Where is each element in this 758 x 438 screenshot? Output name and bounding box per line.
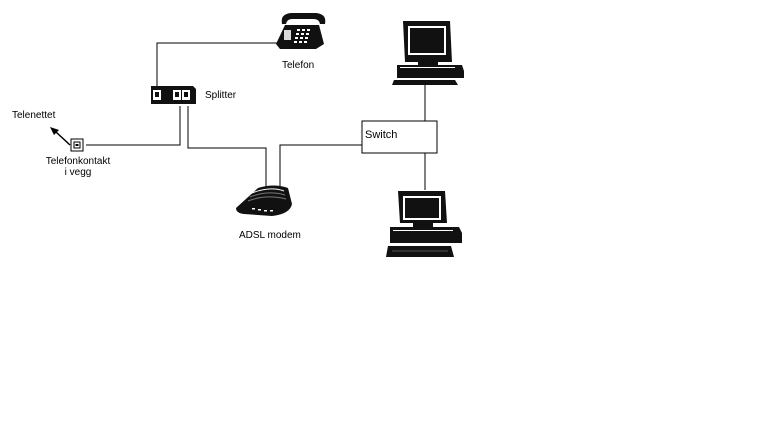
wall-jack-icon: [70, 138, 84, 152]
modem-icon: [236, 185, 292, 216]
line-splitter-walljack: [86, 106, 181, 146]
arrow-telenettet: [50, 127, 71, 146]
switch-box: [361, 120, 438, 154]
line-splitter-modem: [187, 106, 267, 188]
telephone-icon: [276, 13, 326, 49]
line-splitter-phone: [156, 42, 278, 86]
label-wall-jack: Telefonkontakt i vegg: [38, 156, 118, 178]
label-switch: Switch: [365, 129, 398, 141]
splitter-icon: [151, 86, 196, 104]
label-telefon: Telefon: [282, 60, 315, 71]
label-wall-jack-line1: Telefonkontakt: [45, 156, 111, 167]
computer-icon: [392, 21, 464, 85]
connection-lines: [86, 42, 426, 190]
label-modem: ADSL modem: [239, 230, 301, 241]
label-wall-jack-line2: i vegg: [64, 167, 92, 178]
line-modem-switch: [279, 144, 362, 188]
computer-icon: [386, 191, 462, 257]
label-splitter: Splitter: [205, 90, 237, 101]
label-telenettet: Telenettet: [12, 110, 56, 121]
